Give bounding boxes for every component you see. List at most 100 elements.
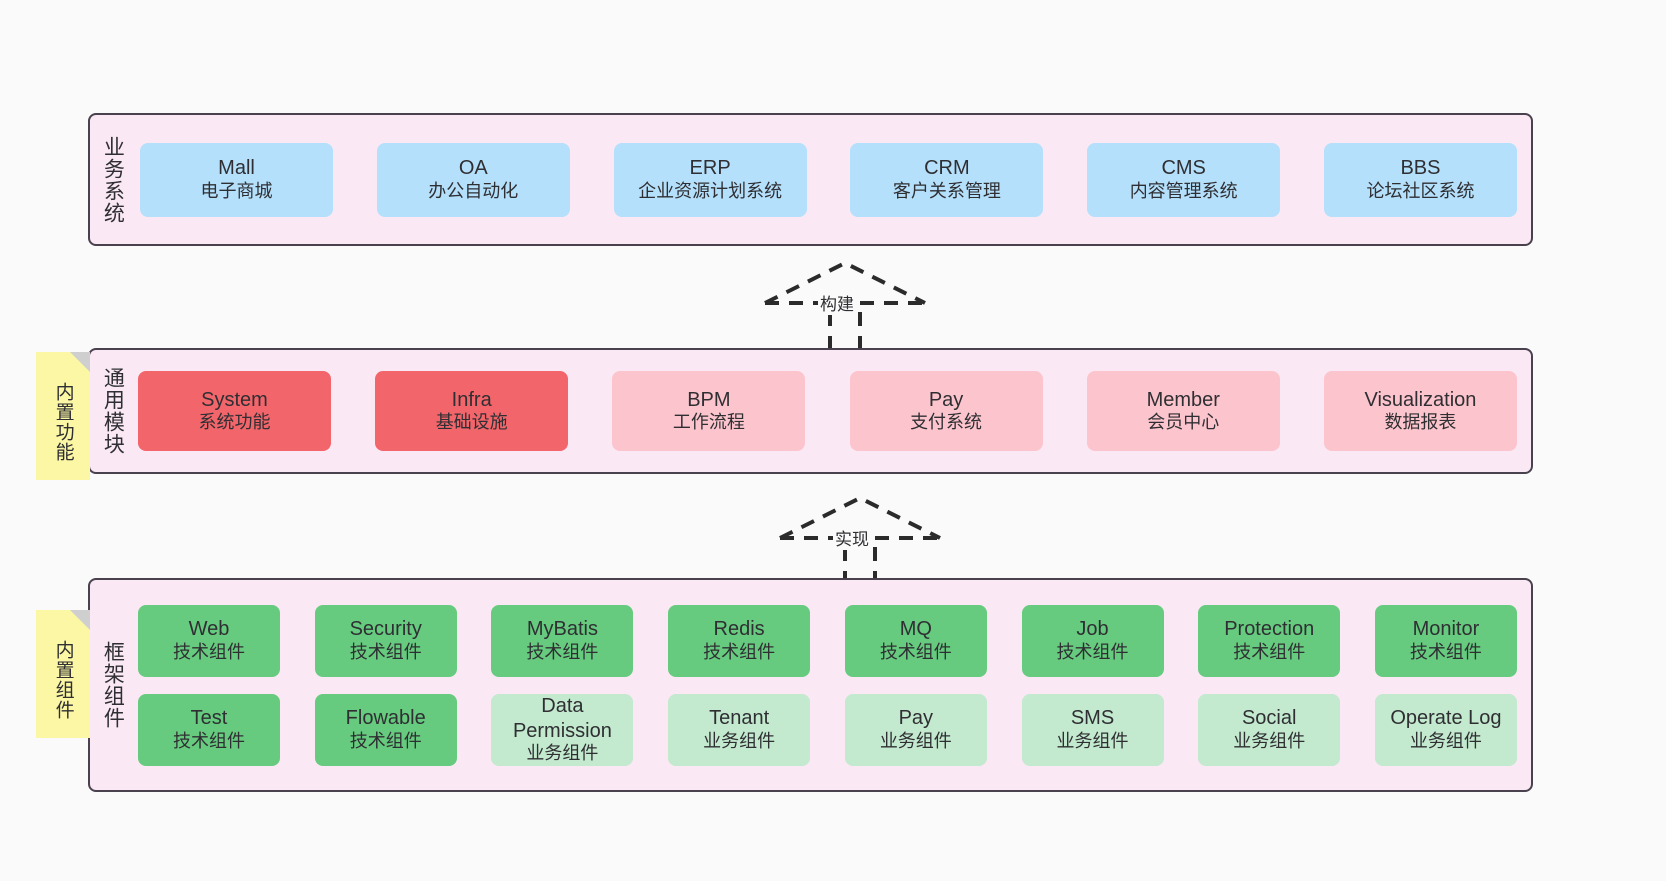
card-sms[interactable]: SMS 业务组件 <box>1021 693 1164 766</box>
card-oa-title: OA <box>458 157 488 180</box>
card-system[interactable]: System 系统功能 <box>138 371 331 451</box>
card-job-title: Job <box>1076 618 1109 641</box>
card-security-title: Security <box>349 618 422 641</box>
card-monitor-title: Monitor <box>1412 618 1480 641</box>
layer-title-framework: 框架组件 <box>101 641 125 729</box>
build-arrow-label: 构建 <box>818 290 856 315</box>
card-erp-title: ERP <box>689 157 731 180</box>
build-arrow: 构建 <box>745 255 945 355</box>
card-visualization-subtitle: 数据报表 <box>1384 412 1457 433</box>
card-test-subtitle: 技术组件 <box>173 730 245 751</box>
card-test-title: Test <box>190 707 228 730</box>
card-web-title: Web <box>188 618 230 641</box>
layer-common-row: System 系统功能 Infra 基础设施 BPM 工作流程 Pay 支付系统… <box>138 371 1517 451</box>
card-pay-component-title: Pay <box>898 707 934 730</box>
card-crm-subtitle: 客户关系管理 <box>892 180 1001 201</box>
card-bbs-title: BBS <box>1400 157 1441 180</box>
card-crm-title: CRM <box>924 157 970 180</box>
card-monitor[interactable]: Monitor 技术组件 <box>1374 604 1517 677</box>
layer-body-common: System 系统功能 Infra 基础设施 BPM 工作流程 Pay 支付系统… <box>134 350 1531 472</box>
card-protection-title: Protection <box>1224 618 1315 641</box>
card-oa[interactable]: OA 办公自动化 <box>376 142 570 217</box>
card-member-subtitle: 会员中心 <box>1147 412 1220 433</box>
card-social-title: Social <box>1241 707 1297 730</box>
layer-framework-row-tech: Web 技术组件 Security 技术组件 MyBatis 技术组件 Redi… <box>138 604 1517 677</box>
card-operate-log-title: Operate Log <box>1390 707 1502 730</box>
card-data-permission-subtitle: 业务组件 <box>526 742 599 763</box>
card-bpm-subtitle: 工作流程 <box>672 412 745 433</box>
layer-title-business: 业务系统 <box>101 135 125 224</box>
card-test[interactable]: Test 技术组件 <box>138 693 280 766</box>
card-oa-subtitle: 办公自动化 <box>428 180 519 201</box>
card-pay-title: Pay <box>928 388 964 411</box>
card-job[interactable]: Job 技术组件 <box>1021 604 1164 677</box>
card-crm[interactable]: CRM 客户关系管理 <box>850 142 1044 217</box>
card-operate-log-subtitle: 业务组件 <box>1409 730 1482 751</box>
card-erp-subtitle: 企业资源计划系统 <box>638 180 783 201</box>
card-infra[interactable]: Infra 基础设施 <box>375 371 569 451</box>
note-builtin-component[interactable]: 内置组件 <box>36 610 90 738</box>
card-visualization-title: Visualization <box>1364 388 1477 411</box>
layer-framework-row-business: Test 技术组件 Flowable 技术组件 Data Permission … <box>138 693 1517 766</box>
card-mq-subtitle: 技术组件 <box>879 641 952 662</box>
card-monitor-subtitle: 技术组件 <box>1409 641 1482 662</box>
card-redis-title: Redis <box>713 618 765 641</box>
card-infra-subtitle: 基础设施 <box>435 412 508 433</box>
note-builtin-function[interactable]: 内置功能 <box>36 352 90 480</box>
card-sms-title: SMS <box>1070 707 1115 730</box>
card-bpm-title: BPM <box>687 388 731 411</box>
layer-body-business: Mall 电子商城 OA 办公自动化 ERP 企业资源计划系统 CRM 客户关系… <box>134 115 1531 244</box>
card-system-title: System <box>201 388 268 411</box>
card-bpm[interactable]: BPM 工作流程 <box>612 371 806 451</box>
card-flowable-title: Flowable <box>345 707 426 730</box>
card-mybatis-subtitle: 技术组件 <box>526 641 599 662</box>
card-flowable-subtitle: 技术组件 <box>349 730 422 751</box>
card-pay[interactable]: Pay 支付系统 <box>849 371 1043 451</box>
card-flowable[interactable]: Flowable 技术组件 <box>314 693 457 766</box>
card-tenant-title: Tenant <box>709 707 770 730</box>
card-operate-log[interactable]: Operate Log 业务组件 <box>1374 693 1517 766</box>
card-bbs-subtitle: 论坛社区系统 <box>1366 180 1475 201</box>
implement-arrow: 实现 <box>760 490 960 590</box>
card-pay-subtitle: 支付系统 <box>910 412 983 433</box>
card-tenant[interactable]: Tenant 业务组件 <box>668 693 811 766</box>
card-security-subtitle: 技术组件 <box>349 641 422 662</box>
layer-business-row: Mall 电子商城 OA 办公自动化 ERP 企业资源计划系统 CRM 客户关系… <box>140 142 1517 217</box>
card-job-subtitle: 技术组件 <box>1056 641 1129 662</box>
card-member-title: Member <box>1146 388 1220 411</box>
card-mybatis-title: MyBatis <box>526 618 598 641</box>
card-protection-subtitle: 技术组件 <box>1233 641 1306 662</box>
card-mq[interactable]: MQ 技术组件 <box>844 604 987 677</box>
card-cms-subtitle: 内容管理系统 <box>1129 180 1238 201</box>
card-infra-title: Infra <box>451 388 492 411</box>
card-redis[interactable]: Redis 技术组件 <box>668 604 811 677</box>
layer-business-system[interactable]: 业务系统 Mall 电子商城 OA 办公自动化 ERP 企业资源计划系统 CRM… <box>88 113 1533 246</box>
card-data-permission-title: Data Permission <box>512 695 612 742</box>
card-bbs[interactable]: BBS 论坛社区系统 <box>1323 142 1517 217</box>
layer-common-module[interactable]: 通用模块 System 系统功能 Infra 基础设施 BPM 工作流程 Pay… <box>88 348 1533 474</box>
card-cms-title: CMS <box>1161 157 1206 180</box>
card-data-permission[interactable]: Data Permission 业务组件 <box>491 693 634 766</box>
card-tenant-subtitle: 业务组件 <box>703 730 776 751</box>
card-pay-component-subtitle: 业务组件 <box>879 730 952 751</box>
card-erp[interactable]: ERP 企业资源计划系统 <box>613 142 807 217</box>
layer-title-common: 通用模块 <box>101 367 125 455</box>
layer-framework-component[interactable]: 框架组件 Web 技术组件 Security 技术组件 MyBatis 技术组件… <box>88 578 1533 792</box>
card-cms[interactable]: CMS 内容管理系统 <box>1087 142 1281 217</box>
card-protection[interactable]: Protection 技术组件 <box>1198 604 1341 677</box>
card-sms-subtitle: 业务组件 <box>1056 730 1129 751</box>
card-pay-component[interactable]: Pay 业务组件 <box>844 693 987 766</box>
card-system-subtitle: 系统功能 <box>198 412 271 433</box>
card-mybatis[interactable]: MyBatis 技术组件 <box>491 604 634 677</box>
card-web[interactable]: Web 技术组件 <box>138 604 280 677</box>
card-security[interactable]: Security 技术组件 <box>314 604 457 677</box>
card-member[interactable]: Member 会员中心 <box>1086 371 1280 451</box>
card-mall-title: Mall <box>218 157 255 180</box>
card-social[interactable]: Social 业务组件 <box>1198 693 1341 766</box>
card-redis-subtitle: 技术组件 <box>703 641 776 662</box>
card-mall-subtitle: 电子商城 <box>200 180 273 201</box>
card-mq-title: MQ <box>899 618 932 641</box>
card-visualization[interactable]: Visualization 数据报表 <box>1323 371 1517 451</box>
card-mall[interactable]: Mall 电子商城 <box>140 142 333 217</box>
